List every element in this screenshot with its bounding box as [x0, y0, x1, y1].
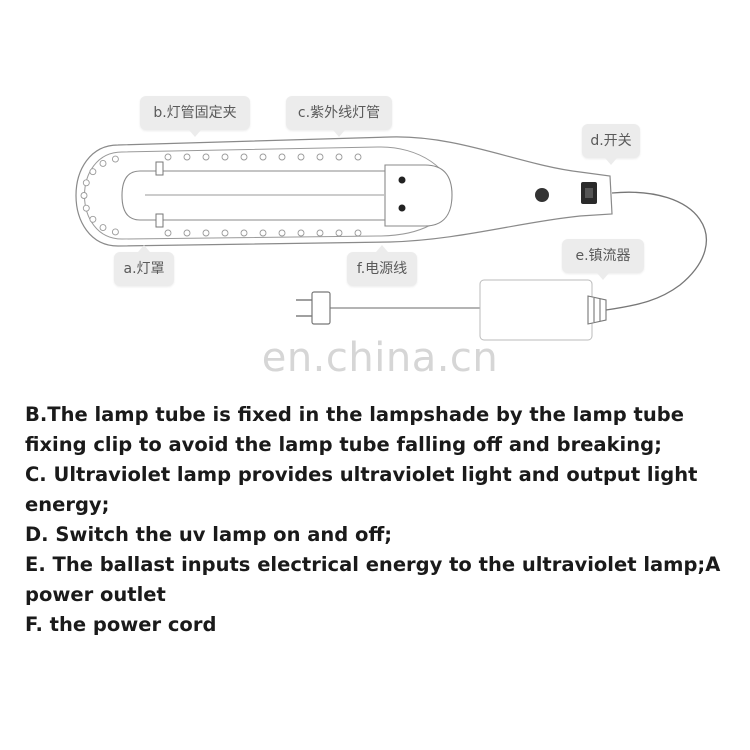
- lampshade-hole: [221, 153, 229, 161]
- lampshade-hole: [99, 160, 107, 167]
- description-line-c: C. Ultraviolet lamp provides ultraviolet…: [25, 463, 698, 516]
- power-plug: [296, 291, 331, 325]
- description-line-e: E. The ballast inputs electrical energy …: [25, 553, 721, 606]
- lampshade-hole: [221, 229, 229, 237]
- lampshade-hole: [259, 153, 267, 161]
- lampshade-hole: [297, 229, 305, 237]
- lampshade-hole: [89, 168, 97, 176]
- tube-clip-top: [155, 161, 164, 176]
- indicator-light: [535, 188, 549, 202]
- lampshade-hole: [354, 153, 362, 161]
- lampshade-hole: [278, 229, 286, 237]
- callout-f-power-cord: f.电源线: [347, 245, 417, 286]
- lampshade-hole: [164, 229, 172, 237]
- description-line-b: B.The lamp tube is fixed in the lampshad…: [25, 403, 684, 456]
- description-text: B.The lamp tube is fixed in the lampshad…: [25, 400, 740, 640]
- lamp-socket: [384, 164, 453, 227]
- ballast: [479, 279, 593, 341]
- lampshade-hole: [202, 153, 210, 161]
- power-switch-rocker: [585, 188, 593, 198]
- callout-b-tube-clip: b.灯管固定夹: [140, 96, 250, 137]
- description-line-d: D. Switch the uv lamp on and off;: [25, 523, 393, 546]
- strain-relief: [587, 295, 607, 325]
- lampshade: [84, 146, 453, 240]
- lampshade-holes: [80, 153, 362, 237]
- lampshade-hole: [80, 192, 88, 199]
- lampshade-hole: [183, 229, 191, 237]
- lampshade-hole: [89, 215, 97, 223]
- lampshade-hole: [202, 229, 210, 237]
- lampshade-hole: [316, 229, 324, 237]
- socket-pin-bottom: [398, 204, 406, 212]
- socket-pin-top: [398, 176, 406, 184]
- description-line-f: F. the power cord: [25, 613, 217, 636]
- lampshade-hole: [335, 229, 343, 237]
- watermark: en.china.cn: [261, 335, 499, 381]
- lampshade-hole: [316, 153, 324, 161]
- power-cord: [605, 191, 708, 311]
- lampshade-hole: [164, 153, 172, 161]
- lampshade-hole: [111, 228, 119, 236]
- lampshade-hole: [82, 179, 90, 187]
- callout-c-uv-tube: c.紫外线灯管: [286, 96, 392, 137]
- lamp-housing: [75, 136, 613, 247]
- lampshade-hole: [99, 224, 107, 231]
- lampshade-hole: [240, 153, 248, 161]
- lampshade-hole: [354, 229, 362, 237]
- uv-lamp-tube: [121, 170, 385, 221]
- lampshade-hole: [278, 153, 286, 161]
- lampshade-hole: [111, 155, 119, 163]
- tube-clip-bottom: [155, 213, 164, 228]
- lampshade-hole: [240, 229, 248, 237]
- lampshade-hole: [259, 229, 267, 237]
- callout-e-ballast: e.镇流器: [562, 239, 644, 280]
- lampshade-hole: [183, 153, 191, 161]
- lampshade-hole: [82, 204, 90, 212]
- lampshade-hole: [335, 153, 343, 161]
- callout-a-lampshade: a.灯罩: [114, 245, 174, 286]
- lampshade-hole: [297, 153, 305, 161]
- callout-d-switch: d.开关: [582, 124, 640, 165]
